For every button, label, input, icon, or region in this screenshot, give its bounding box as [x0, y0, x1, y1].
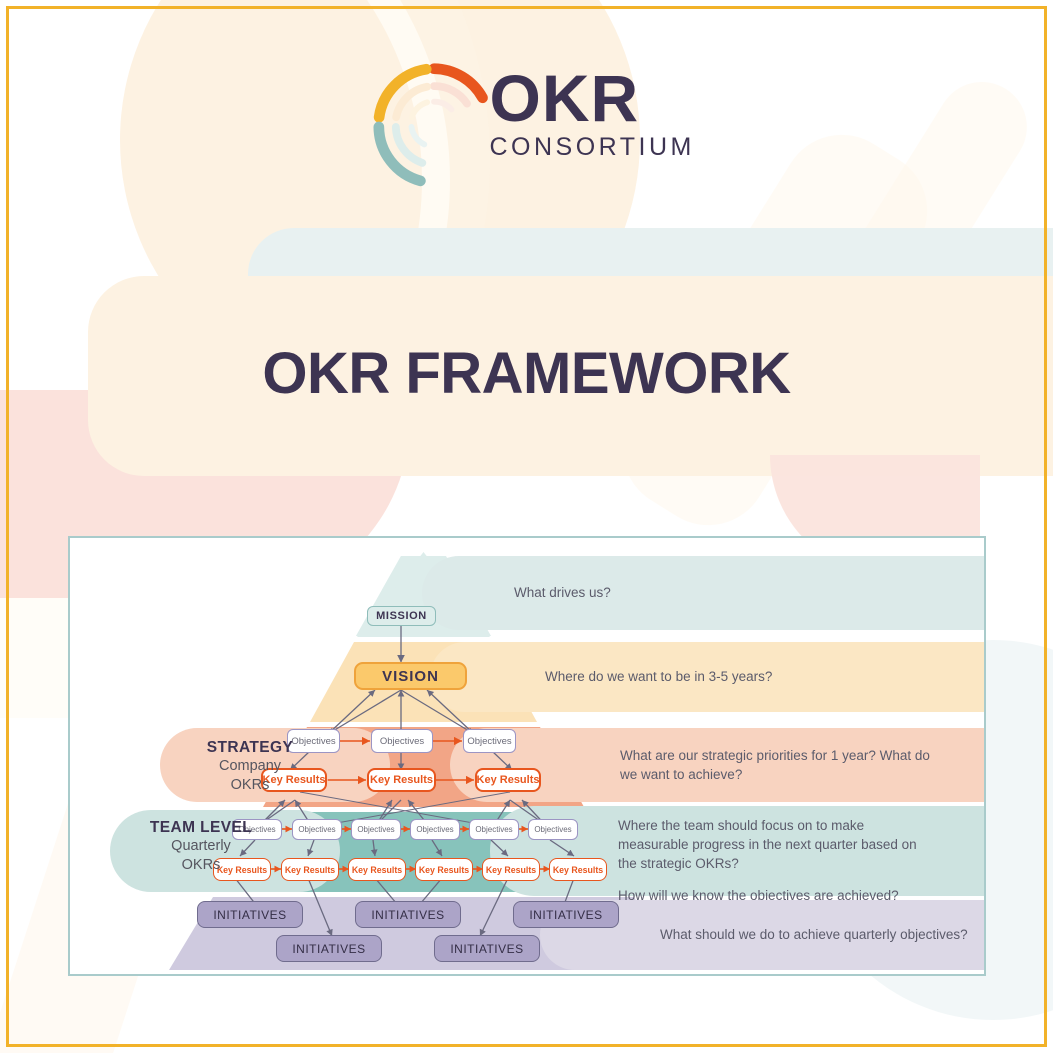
node-vision[interactable]: VISION — [354, 662, 467, 690]
node-mission[interactable]: MISSION — [367, 606, 436, 626]
level-sub-strategy: Company OKRs — [218, 758, 282, 793]
logo-header: OKR CONSORTIUM — [0, 46, 1053, 206]
callout-team-text-1: Where the team should focus on to make m… — [618, 818, 917, 872]
node-initiative-1[interactable]: INITIATIVES — [197, 901, 303, 928]
node-team-key-result-2[interactable]: Key Results — [281, 858, 339, 881]
okr-consortium-logo: OKR CONSORTIUM — [362, 51, 692, 201]
logo-arc-icon — [372, 63, 488, 187]
logo-wordmark: OKR CONSORTIUM — [490, 65, 695, 160]
node-team-objective-5[interactable]: Objectives — [469, 819, 519, 840]
level-title-team: TEAM LEVEL — [149, 819, 253, 836]
okr-pyramid-diagram: What drives us? Where do we want to be i… — [68, 536, 986, 976]
callout-initiatives-text: What should we do to achieve quarterly o… — [660, 927, 968, 943]
connector-arrows — [234, 618, 575, 937]
node-team-objective-4[interactable]: Objectives — [410, 819, 460, 840]
node-team-key-result-3[interactable]: Key Results — [348, 858, 406, 881]
cream-title-banner — [88, 276, 1053, 476]
node-team-objective-6[interactable]: Objectives — [528, 819, 578, 840]
node-team-objective-2[interactable]: Objectives — [292, 819, 342, 840]
node-initiative-4[interactable]: INITIATIVES — [276, 935, 382, 962]
node-initiative-2[interactable]: INITIATIVES — [355, 901, 461, 928]
node-team-key-result-4[interactable]: Key Results — [415, 858, 473, 881]
node-initiative-3[interactable]: INITIATIVES — [513, 901, 619, 928]
level-title-strategy: STRATEGY — [206, 739, 294, 756]
callout-strategy-text: What are our strategic priorities for 1 … — [620, 747, 930, 782]
node-strategy-objective-3[interactable]: Objectives — [463, 729, 516, 753]
callout-vision-text: Where do we want to be in 3-5 years? — [545, 669, 773, 685]
node-strategy-key-result-3[interactable]: Key Results — [475, 768, 541, 792]
callout-mission: What drives us? — [422, 556, 984, 630]
level-sub-team: Quarterly OKRs — [171, 838, 231, 873]
node-team-key-result-6[interactable]: Key Results — [549, 858, 607, 881]
callout-team-texts: Where the team should focus on to make m… — [618, 816, 917, 906]
node-strategy-key-result-2[interactable]: Key Results — [367, 768, 436, 792]
teal-band-strip — [248, 228, 1053, 276]
diagram-stage: What drives us? Where do we want to be i… — [70, 538, 984, 974]
node-team-key-result-5[interactable]: Key Results — [482, 858, 540, 881]
page-title: OKR FRAMEWORK — [262, 341, 791, 406]
callout-mission-text: What drives us? — [514, 585, 611, 601]
node-strategy-objective-2[interactable]: Objectives — [371, 729, 433, 753]
callout-strategy: What are our strategic priorities for 1 … — [450, 728, 984, 802]
callout-vision: Where do we want to be in 3-5 years? — [430, 642, 984, 712]
logo-okr-text: OKR — [489, 61, 640, 135]
node-initiative-5[interactable]: INITIATIVES — [434, 935, 540, 962]
callout-team-text-2: How will we know the objectives are achi… — [618, 888, 899, 904]
node-team-objective-3[interactable]: Objectives — [351, 819, 401, 840]
logo-consortium-text: CONSORTIUM — [489, 133, 695, 161]
level-label-team: TEAM LEVEL Quarterly OKRs — [116, 818, 286, 874]
level-label-strategy: STRATEGY Company OKRs — [170, 738, 330, 794]
